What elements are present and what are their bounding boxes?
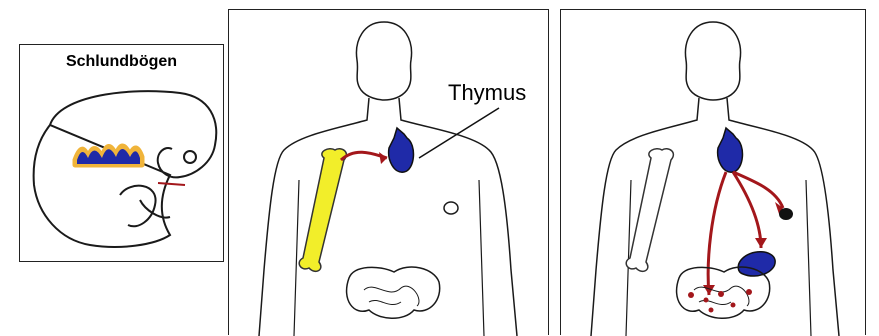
body-panel-thymus	[228, 9, 549, 335]
bone-yellow	[299, 149, 346, 272]
small-node	[444, 202, 458, 214]
body-illustration-2	[561, 10, 867, 336]
arrow-to-gut	[708, 172, 726, 295]
embryo-panel: Schlundbögen	[19, 44, 224, 262]
spleen	[738, 252, 775, 276]
thymus	[718, 128, 743, 172]
body-illustration-1	[229, 10, 550, 336]
gut-red-dots	[688, 289, 752, 313]
lymph-node	[779, 208, 793, 220]
embryo-eye	[184, 151, 196, 163]
thymus	[389, 128, 414, 172]
thymus-label: Thymus	[448, 80, 526, 106]
embryo-illustration	[20, 45, 225, 263]
body-panel-migration	[560, 9, 866, 335]
embryo-outline	[34, 91, 217, 247]
intestines-outline	[347, 267, 440, 318]
thymus-pointer-line	[419, 108, 499, 158]
torso-outline	[591, 98, 839, 336]
head-outline	[356, 22, 411, 100]
intestines-inner	[364, 286, 419, 306]
bone-outline	[626, 149, 673, 272]
head-outline	[685, 22, 740, 100]
arrow-head	[379, 152, 387, 164]
embryo-red-line	[158, 183, 185, 185]
arrow-head	[755, 238, 767, 248]
